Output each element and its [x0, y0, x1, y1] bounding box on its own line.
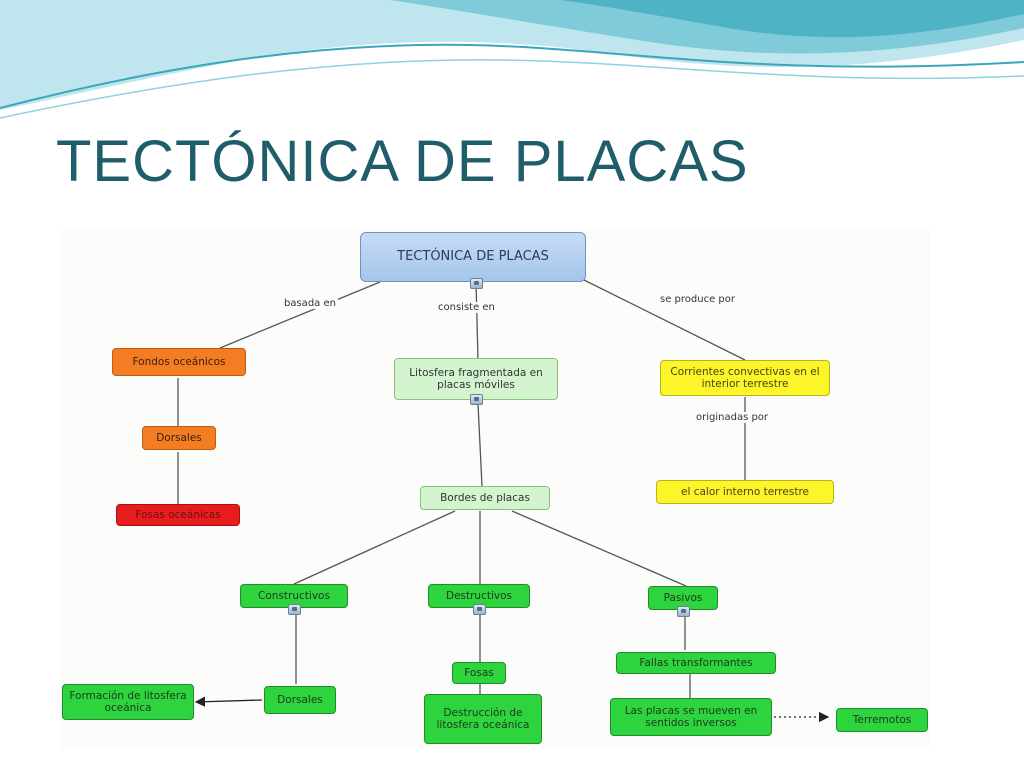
node-formacion-litosfera: Formación de litosfera oceánica: [62, 684, 194, 720]
node-pasivos: Pasivos: [648, 586, 718, 610]
resource-icon: [473, 604, 486, 615]
concept-map: TECTÓNICA DE PLACAS basada en consiste e…: [60, 230, 930, 750]
node-fosas: Fosas: [452, 662, 506, 684]
link-label-se-produce-por: se produce por: [658, 294, 737, 305]
slide-title: TECTÓNICA DE PLACAS: [56, 129, 749, 194]
concept-map-connectors: [177, 277, 830, 723]
resource-icon: [677, 606, 690, 617]
link-label-originadas-por: originadas por: [694, 412, 771, 423]
link-label-basada-en: basada en: [282, 298, 338, 309]
link-label-consiste-en: consiste en: [436, 302, 497, 313]
node-destruccion-litosfera: Destrucción de litosfera oceánica: [424, 694, 542, 744]
resource-icon: [470, 394, 483, 405]
header-wave-decoration: [0, 0, 1024, 119]
resource-icon: [470, 278, 483, 289]
root-node-tectonica: TECTÓNICA DE PLACAS: [360, 232, 586, 282]
node-fondos-oceanicos: Fondos oceánicos: [112, 348, 246, 376]
node-bordes-de-placas: Bordes de placas: [420, 486, 550, 510]
node-corrientes-convectivas: Corrientes convectivas en el interior te…: [660, 360, 830, 396]
node-dorsales-green: Dorsales: [264, 686, 336, 714]
node-litosfera-fragmentada: Litosfera fragmentada en placas móviles: [394, 358, 558, 400]
node-terremotos: Terremotos: [836, 708, 928, 732]
node-fosas-oceanicas: Fosas oceánicas: [116, 504, 240, 526]
node-calor-interno: el calor interno terrestre: [656, 480, 834, 504]
node-fallas-transformantes: Fallas transformantes: [616, 652, 776, 674]
resource-icon: [288, 604, 301, 615]
node-dorsales-orange: Dorsales: [142, 426, 216, 450]
node-placas-se-mueven: Las placas se mueven en sentidos inverso…: [610, 698, 772, 736]
